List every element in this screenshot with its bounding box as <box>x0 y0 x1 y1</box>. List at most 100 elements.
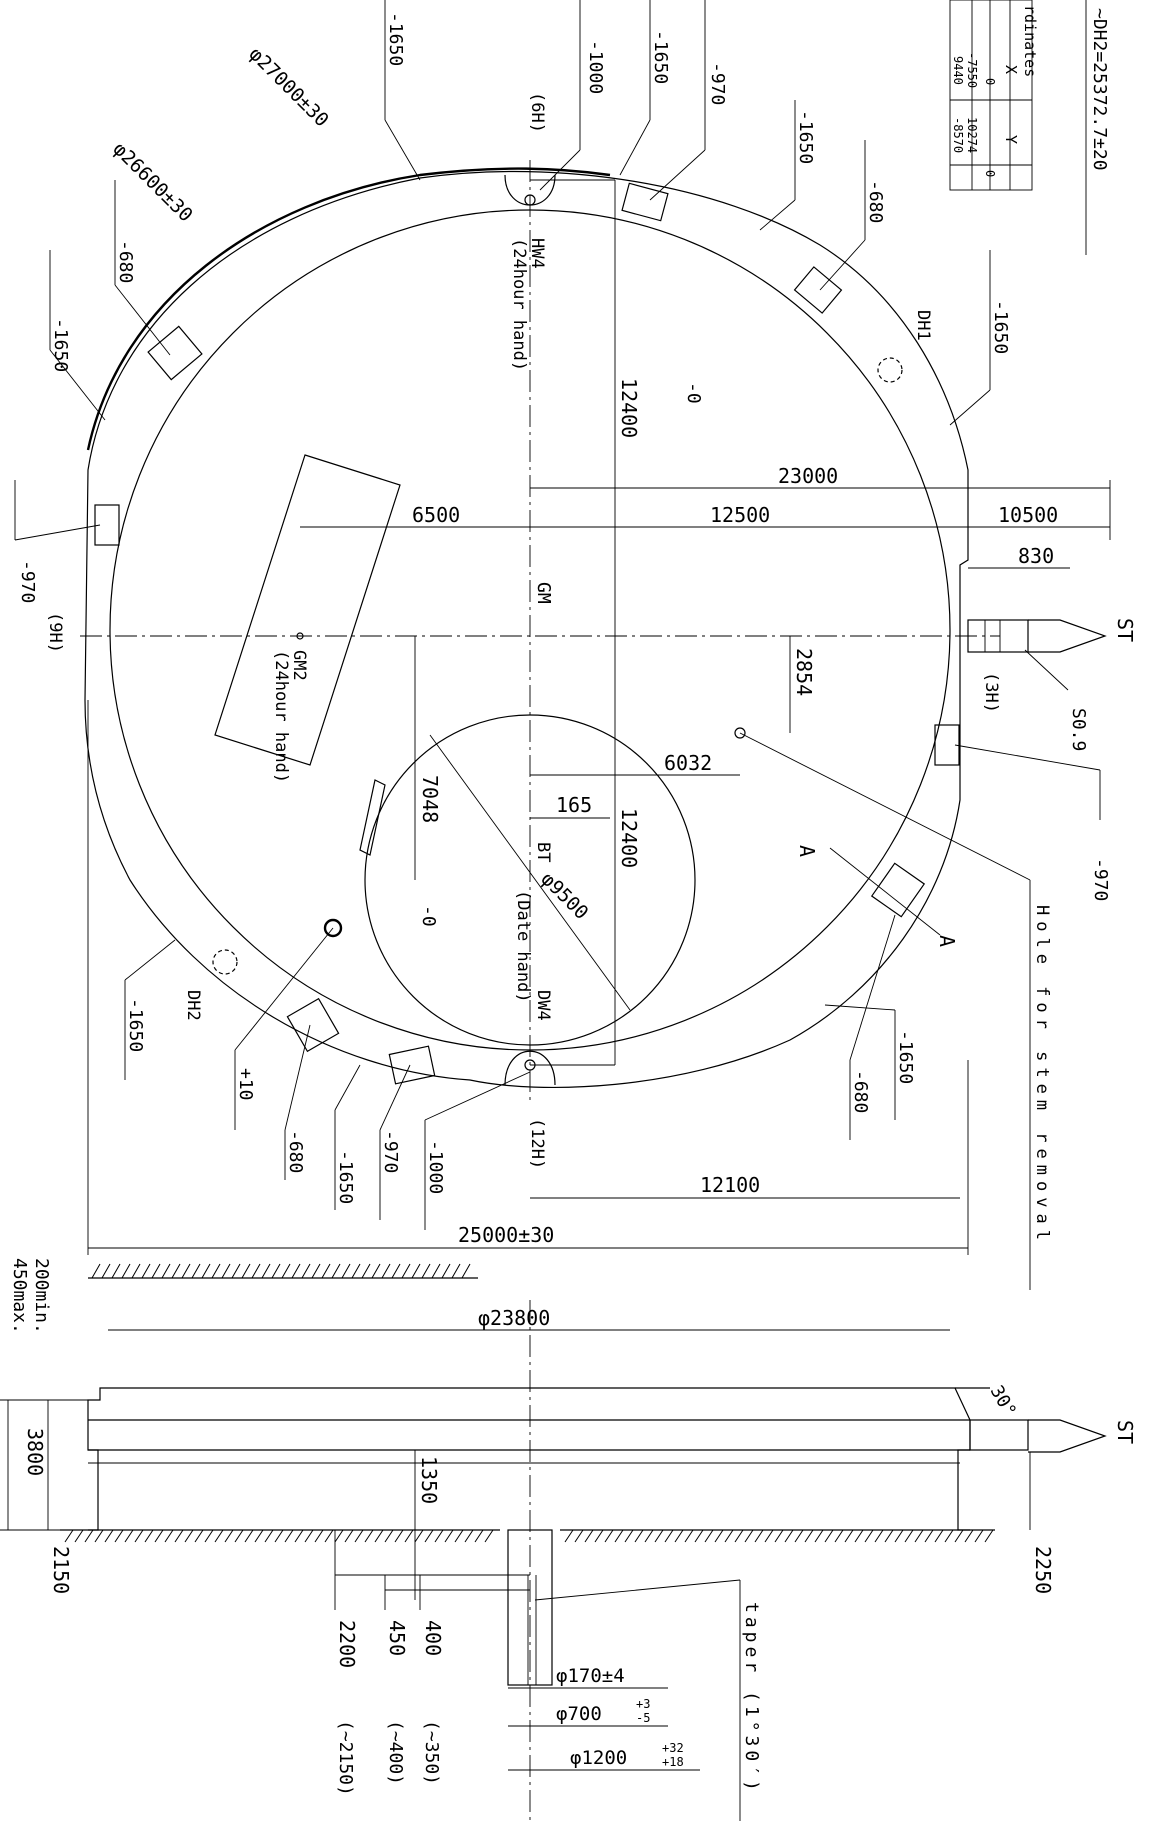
depth-b3: -680 <box>285 1130 306 1173</box>
dim-d1200: φ1200 <box>570 1747 627 1769</box>
dim-d23800: φ23800 <box>478 1306 550 1330</box>
dh2-hole <box>212 949 238 975</box>
label-stem-hole: Hole for stem removal <box>1032 905 1052 1246</box>
coords-r1x: 0 <box>983 78 997 85</box>
distance-formula: ~DH2=25372.7±20 <box>1089 8 1110 171</box>
label-st-side: ST <box>1113 1420 1137 1444</box>
dim-d12400b: 12400 <box>617 808 641 868</box>
dim-h3800: 3800 <box>23 1428 47 1476</box>
dim-d2854: 2854 <box>792 648 816 696</box>
dim-d10500: 10500 <box>998 503 1058 527</box>
dim-z0b: -0 <box>418 905 439 927</box>
pinion <box>507 1529 553 1686</box>
gm2-rect <box>214 454 401 766</box>
depth-b6: -1000 <box>425 1140 446 1194</box>
label-6h: (6H) <box>527 92 547 133</box>
side-view: ST 30° φ23800 200min. 450max. 3800 2150 … <box>0 1258 1137 1821</box>
dim-min200: 200min. <box>31 1258 52 1334</box>
label-st-top: ST <box>1113 618 1137 642</box>
depth-t2: -1000 <box>585 40 606 94</box>
dim-d7048: 7048 <box>418 775 442 823</box>
dim-d1200-tol-lo: +18 <box>662 1755 684 1769</box>
dim-h400: 400 <box>421 1620 445 1656</box>
label-3h: (3H) <box>981 672 1001 713</box>
dim-d9500: φ9500 <box>536 868 592 924</box>
coords-col-x: X <box>1002 65 1020 74</box>
depth-t1: -1650 <box>385 12 406 66</box>
dim-d23000: 23000 <box>778 464 838 488</box>
dim-max450: 450max. <box>9 1258 30 1334</box>
dim-angle30: 30° <box>986 1382 1020 1421</box>
dim-z0a: -0 <box>683 382 704 404</box>
label-taper: taper (1°30′) <box>741 1602 762 1795</box>
depth-t4: -970 <box>707 62 728 105</box>
dim-d27000: φ27000±30 <box>244 43 332 131</box>
depth-b5: -970 <box>380 1130 401 1173</box>
dim-d165: 165 <box>556 793 592 817</box>
depth-l1: -680 <box>115 240 136 283</box>
label-hw4: HW4 <box>527 238 547 269</box>
dim-d6500: 6500 <box>412 503 460 527</box>
dim-d12500: 12500 <box>710 503 770 527</box>
base-hatch <box>64 1529 994 1543</box>
dim-p2150: (~2150) <box>335 1720 356 1796</box>
dim-h2150: 2150 <box>49 1546 73 1594</box>
depth-t5: -1650 <box>795 110 816 164</box>
depth-b1: -1650 <box>125 998 146 1052</box>
dim-d25000: 25000±30 <box>458 1223 554 1247</box>
coords-col-y: Y <box>1002 135 1020 144</box>
stem-hole <box>734 727 746 739</box>
dim-d12100: 12100 <box>700 1173 760 1197</box>
dim-d700-tol-up: +3 <box>636 1697 650 1711</box>
label-12h: (12H) <box>527 1118 547 1169</box>
label-9h: (9H) <box>45 612 65 653</box>
label-gm2-hand: (24hour hand) <box>271 650 291 783</box>
dim-p350: (~350) <box>421 1720 442 1785</box>
depth-b4: -1650 <box>335 1150 356 1204</box>
dh1-hole <box>877 357 903 383</box>
dim-d700: φ700 <box>556 1703 602 1725</box>
dim-h2250: 2250 <box>1031 1546 1055 1594</box>
dial-hatch <box>91 1263 471 1279</box>
depth-b2: +10 <box>235 1068 256 1101</box>
depth-r2: -970 <box>1090 858 1111 901</box>
label-date-hand: (Date hand) <box>513 890 533 1003</box>
label-hw4-hand: (24hour hand) <box>509 238 529 371</box>
coords-r3x: 9440 <box>951 56 965 85</box>
dim-h1350: 1350 <box>417 1456 441 1504</box>
dim-d6032: 6032 <box>664 751 712 775</box>
side-body <box>87 1387 971 1531</box>
coords-title: rdinates <box>1021 5 1039 77</box>
depth-br2: -680 <box>850 1070 871 1113</box>
dim-h450: 450 <box>385 1620 409 1656</box>
dim-d26600: φ26600±30 <box>108 138 196 226</box>
coordinates-table: rdinates X Y 0 0 -7550 10274 9440 -8570 … <box>949 0 1110 255</box>
label-s09: S0.9 <box>1068 708 1089 751</box>
label-section-a1: A <box>795 845 819 857</box>
label-dw4: DW4 <box>533 990 553 1021</box>
depth-r1: -1650 <box>990 300 1011 354</box>
dim-h2200: 2200 <box>335 1620 359 1668</box>
coords-r1y: 0 <box>983 170 997 177</box>
depth-t6: -680 <box>865 180 886 223</box>
depth-callouts <box>14 0 1101 1230</box>
label-section-a2: A <box>935 935 959 947</box>
coords-r3y: -8570 <box>951 117 965 153</box>
label-dh2: DH2 <box>183 990 203 1021</box>
dim-d830: 830 <box>1018 544 1054 568</box>
rim-arc-27000 <box>86 167 611 451</box>
dimension-lines <box>87 179 1111 1290</box>
stem-side <box>969 1419 1107 1453</box>
coords-r2y: 10274 <box>965 117 979 153</box>
stem-top <box>967 619 1107 653</box>
top-view: ST S0.9 φ27000±30 φ26 <box>14 0 1137 1290</box>
depth-l3: -970 <box>17 560 38 603</box>
label-gm2: GM2 <box>289 650 309 681</box>
depth-t3: -1650 <box>650 30 671 84</box>
dim-d700-tol-lo: -5 <box>636 1711 650 1725</box>
depth-l2: -1650 <box>50 318 71 372</box>
dim-p400: (~400) <box>385 1720 406 1785</box>
label-dh1: DH1 <box>913 310 933 341</box>
